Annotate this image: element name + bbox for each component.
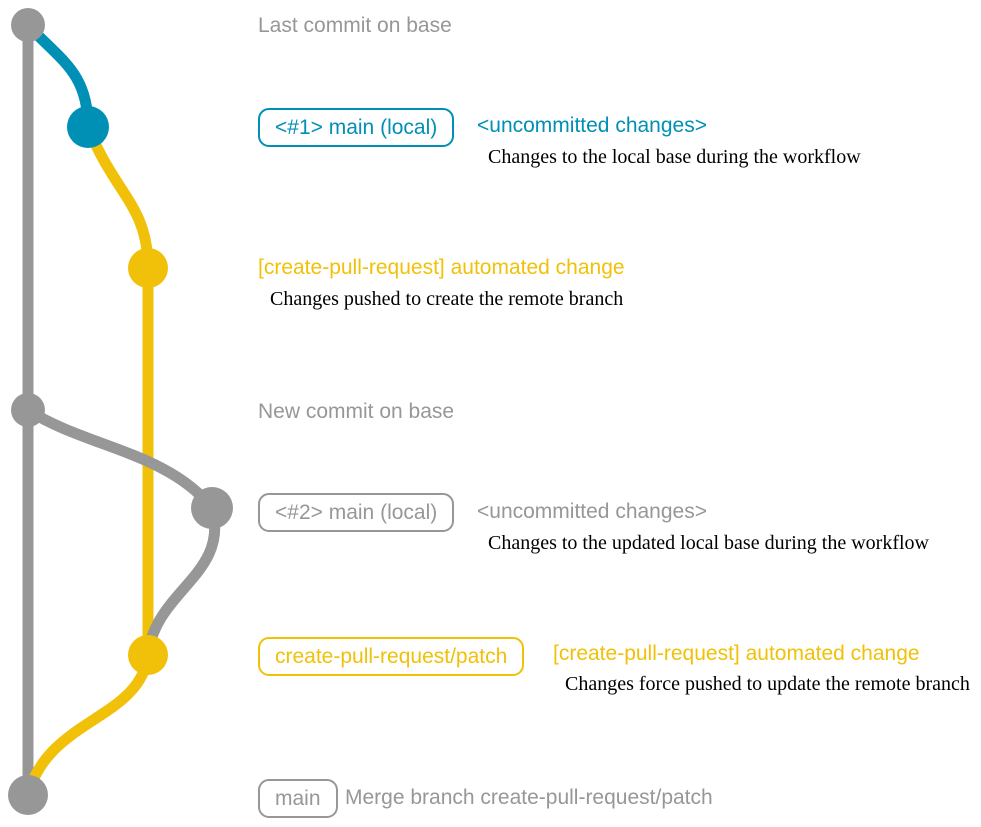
commit-message-automated-2: [create-pull-request] automated change <box>553 642 920 665</box>
updated-local-branch-merge-line <box>142 502 221 661</box>
commit-message-automated-1: [create-pull-request] automated change <box>258 256 625 279</box>
milestone-last-commit: Last commit on base <box>258 14 452 37</box>
commit-message-merge: Merge branch create-pull-request/patch <box>345 786 713 809</box>
commit-dot-merge <box>8 775 48 815</box>
branch-tag-main-local-2: <#2> main (local) <box>258 493 455 532</box>
branch-tag-create-pull-request-patch: create-pull-request/patch <box>258 637 525 676</box>
note-push-1: Changes pushed to create the remote bran… <box>270 288 624 310</box>
updated-local-branch-out-line <box>22 404 218 514</box>
commit-message-uncommitted-2: <uncommitted changes> <box>477 500 707 523</box>
branch-tag-main-local-1: <#1> main (local) <box>258 108 455 147</box>
remote-branch-line <box>82 121 154 661</box>
commit-dot-local-2 <box>191 487 233 529</box>
note-local-2: Changes to the updated local base during… <box>488 532 929 554</box>
branch-tag-main: main <box>258 779 338 818</box>
commit-dot-last-base <box>11 8 45 42</box>
commit-dot-local-1 <box>67 106 109 148</box>
commit-dot-remote-2 <box>128 635 168 675</box>
milestone-new-commit: New commit on base <box>258 400 455 423</box>
note-push-2: Changes force pushed to update the remot… <box>565 673 970 695</box>
commit-dot-new-base <box>11 393 45 427</box>
git-graph <box>8 8 233 815</box>
merge-to-main-line <box>22 649 154 801</box>
commit-message-uncommitted-1: <uncommitted changes> <box>477 114 707 137</box>
note-local-1: Changes to the local base during the wor… <box>488 146 861 168</box>
commit-dot-remote-1 <box>128 248 168 288</box>
